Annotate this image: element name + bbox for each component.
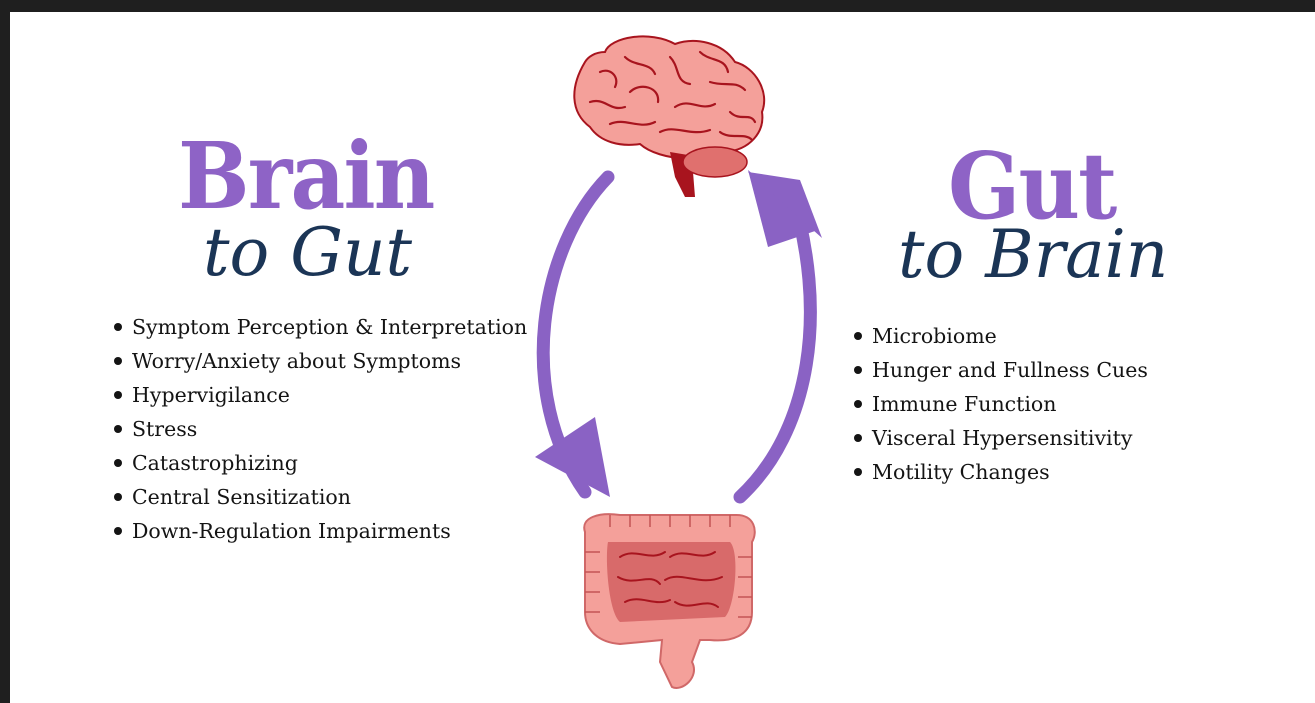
list-item: Immune Function <box>848 387 1288 421</box>
arrow-gut-to-brain <box>740 170 822 497</box>
list-item: Motility Changes <box>848 455 1288 489</box>
list-item: Visceral Hypersensitivity <box>848 421 1288 455</box>
arrow-brain-to-gut <box>535 177 610 497</box>
list-item: Microbiome <box>848 319 1288 353</box>
list-item: Central Sensitization <box>108 480 528 514</box>
list-item: Symptom Perception & Interpretation <box>108 310 528 344</box>
brain-to-gut-list: Symptom Perception & Interpretation Worr… <box>108 310 528 548</box>
brain-to-gut-title: Brain <box>178 130 433 222</box>
list-item: Worry/Anxiety about Symptoms <box>108 344 528 378</box>
gut-to-brain-list: Microbiome Hunger and Fullness Cues Immu… <box>848 319 1288 489</box>
gut-to-brain-subtitle: to Brain <box>898 222 1168 288</box>
diagram-canvas: Brain to Gut Symptom Perception & Interp… <box>10 12 1315 703</box>
list-item: Stress <box>108 412 528 446</box>
brain-to-gut-subtitle: to Gut <box>203 220 412 286</box>
list-item: Catastrophizing <box>108 446 528 480</box>
brain-icon <box>574 36 764 197</box>
list-item: Hypervigilance <box>108 378 528 412</box>
intestine-icon <box>584 514 755 688</box>
list-item: Hunger and Fullness Cues <box>848 353 1288 387</box>
list-item: Down-Regulation Impairments <box>108 514 528 548</box>
